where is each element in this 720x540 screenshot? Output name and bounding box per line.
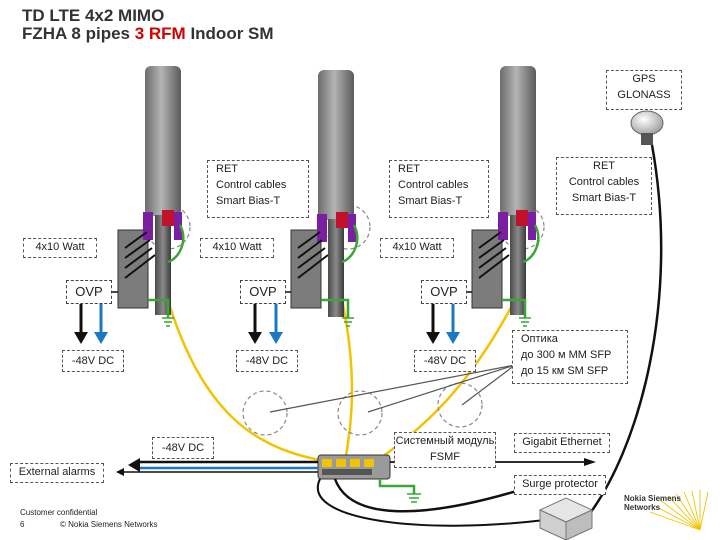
radio-site-3	[471, 66, 540, 327]
gps-antenna	[630, 110, 664, 145]
diagram-title-line2: FZHA 8 pipes 3 RFM Indoor SM	[22, 24, 274, 44]
gigabit-ethernet-label: Gigabit Ethernet	[514, 433, 610, 453]
power-label-1: 4x10 Watt	[23, 238, 97, 258]
ret-line1: RET	[216, 163, 238, 175]
dc-power-arrows	[74, 302, 460, 344]
fsmf-module	[317, 454, 391, 480]
title-suffix: Indoor SM	[185, 24, 274, 43]
antenna-1	[145, 66, 181, 216]
ret-box-3: RET Control cables Smart Bias-T	[556, 157, 652, 215]
ret-line2: Control cables	[398, 179, 469, 191]
surge-protector-label: Surge protector	[514, 475, 606, 495]
footer-page-number: 6	[20, 520, 25, 529]
dc-label-1: -48V DC	[62, 350, 124, 372]
optics-line1: Оптика	[521, 333, 558, 345]
radio-site-1	[117, 66, 185, 327]
ret-line3: Smart Bias-T	[398, 195, 463, 207]
ret-line3: Smart Bias-T	[571, 192, 637, 204]
ovp-box-1: OVP	[66, 280, 112, 304]
gps-cable	[584, 144, 663, 521]
fsmf-dc-label: -48V DC	[152, 437, 214, 459]
connector-highlights	[145, 204, 545, 436]
logo-line1: Nokia Siemens	[624, 494, 681, 503]
fsmf-line1: Системный модуль	[395, 435, 495, 447]
fibre-cables	[160, 279, 522, 464]
diagram-title-line1: TD LTE 4x2 MIMO	[22, 6, 165, 25]
title-rfm-count: 3 RFM	[134, 24, 186, 43]
ret-box-1: RET Control cables Smart Bias-T	[207, 160, 309, 218]
ret-line1: RET	[593, 160, 615, 172]
ovp-box-3: OVP	[421, 280, 467, 304]
optics-line2: до 300 м MM SFP	[521, 349, 612, 361]
ret-line2: Control cables	[216, 179, 287, 191]
footer-copyright: © Nokia Siemens Networks	[60, 520, 158, 529]
logo-fan-graphic	[649, 490, 709, 531]
fsmf-label: Системный модуль FSMF	[394, 432, 496, 468]
logo: Nokia Siemens Networks	[624, 494, 681, 512]
dc-label-3: -48V DC	[414, 350, 476, 372]
antenna-3	[500, 66, 536, 216]
gps-label-line2: GLONASS	[617, 89, 671, 101]
ret-line1: RET	[398, 163, 420, 175]
optics-box: Оптика до 300 м MM SFP до 15 км SM SFP	[512, 330, 628, 384]
surge-protector-device	[538, 497, 594, 540]
optics-line3: до 15 км SM SFP	[521, 365, 609, 377]
external-alarms-label: External alarms	[10, 463, 104, 483]
ovp-box-2: OVP	[240, 280, 286, 304]
ret-line2: Control cables	[568, 176, 640, 188]
ret-box-2: RET Control cables Smart Bias-T	[389, 160, 489, 218]
gps-label-line1: GPS	[632, 73, 656, 85]
title-prefix: FZHA 8 pipes	[22, 24, 135, 43]
footer-confidential: Customer confidential	[20, 508, 98, 517]
fsmf-line2: FSMF	[430, 451, 460, 463]
radio-site-2	[290, 70, 359, 327]
ret-line3: Smart Bias-T	[216, 195, 281, 207]
power-label-3: 4x10 Watt	[380, 238, 454, 258]
logo-line2: Networks	[624, 503, 661, 512]
power-label-2: 4x10 Watt	[200, 238, 274, 258]
dc-label-2: -48V DC	[236, 350, 298, 372]
gps-glonass-label: GPS GLONASS	[606, 70, 682, 110]
antenna-2	[318, 70, 354, 220]
